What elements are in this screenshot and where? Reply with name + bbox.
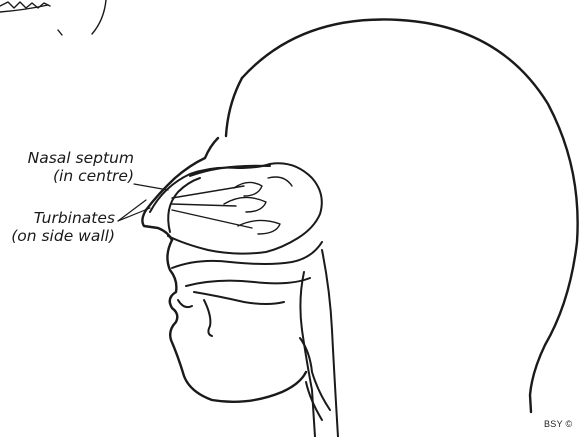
label-turbinates: Turbinates (on side wall)	[11, 209, 115, 245]
label-turbinates-line1: Turbinates	[11, 209, 115, 227]
throat-and-mouth	[172, 242, 338, 437]
head-outline	[142, 19, 577, 412]
label-turbinates-line2: (on side wall)	[11, 227, 115, 245]
airflow-arrows	[172, 186, 252, 228]
label-nasal-septum: Nasal septum (in centre)	[28, 149, 134, 185]
partial-illustration-top-left	[0, 0, 106, 35]
copyright-credit: BSY ©	[544, 419, 572, 429]
label-nasal-septum-line2: (in centre)	[28, 167, 134, 185]
label-nasal-septum-line1: Nasal septum	[28, 149, 134, 167]
